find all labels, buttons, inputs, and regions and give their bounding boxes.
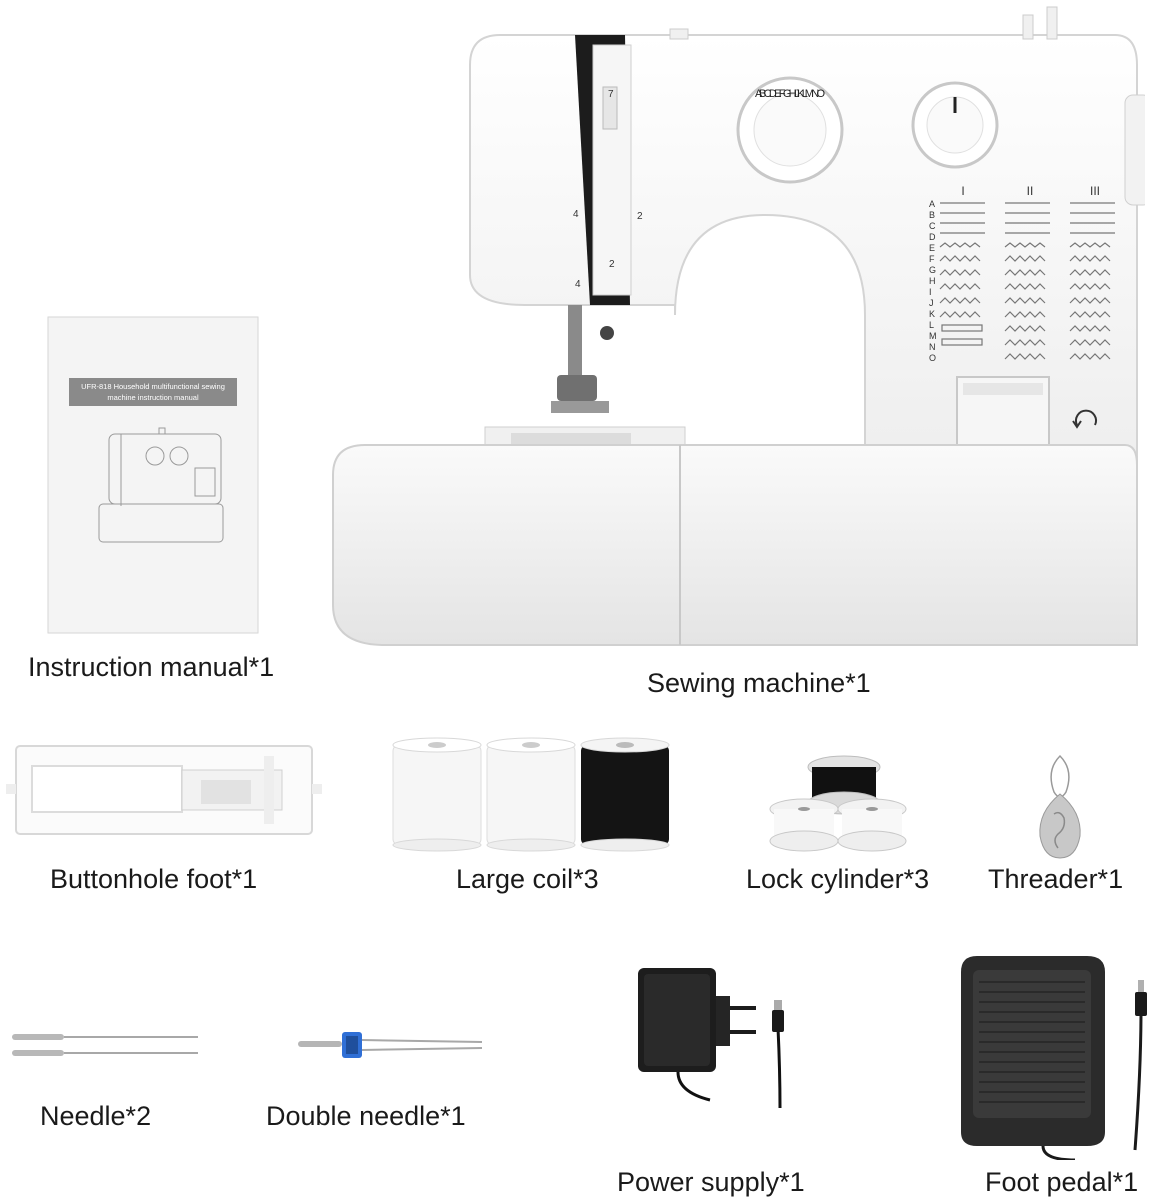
upper-number-2: 2 bbox=[637, 211, 643, 222]
power-supply bbox=[630, 960, 810, 1110]
foot-pedal-label: Foot pedal*1 bbox=[985, 1167, 1139, 1197]
double-needle bbox=[296, 1024, 486, 1066]
large-coil-label: Large coil*3 bbox=[456, 864, 599, 894]
threader-label: Threader*1 bbox=[988, 864, 1124, 894]
double-needle-label: Double needle*1 bbox=[266, 1101, 466, 1131]
stitch-letter: M bbox=[929, 331, 937, 341]
lock-cylinders bbox=[768, 755, 908, 855]
upper-number-7: 7 bbox=[608, 89, 614, 100]
buttonhole-foot-label: Buttonhole foot*1 bbox=[50, 864, 258, 894]
manual-title-line2: machine instruction manual bbox=[107, 393, 199, 402]
stitch-letter: G bbox=[929, 265, 936, 275]
large-coils bbox=[385, 735, 677, 853]
sewing-machine: 7 4 2 4 2 A B C D E F G H I J K L M N O … bbox=[325, 5, 1145, 655]
instruction-manual-label: Instruction manual*1 bbox=[28, 652, 275, 682]
stitch-letter: E bbox=[929, 243, 935, 253]
stitch-letter: J bbox=[929, 298, 934, 308]
upper-number-4: 4 bbox=[573, 209, 579, 220]
foot-pedal bbox=[955, 950, 1155, 1160]
pattern-dial-letters: A B C D E F G H I J K L M N O bbox=[755, 88, 825, 100]
lower-number-4: 4 bbox=[575, 279, 581, 290]
threader bbox=[1024, 752, 1096, 862]
lock-cylinder-label: Lock cylinder*3 bbox=[746, 864, 930, 894]
needles bbox=[8, 1026, 203, 1064]
stitch-letter: D bbox=[929, 232, 936, 242]
stitch-letter: K bbox=[929, 309, 935, 319]
buttonhole-foot bbox=[6, 740, 322, 840]
stitch-letter: A bbox=[929, 199, 935, 209]
manual-title-line1: UFR-818 Household multifunctional sewing bbox=[81, 382, 225, 391]
stitch-letter: O bbox=[929, 353, 936, 363]
stitch-letter: B bbox=[929, 210, 935, 220]
stitch-column-1: I bbox=[961, 184, 964, 198]
stitch-letter: N bbox=[929, 342, 936, 352]
sewing-machine-label: Sewing machine*1 bbox=[647, 668, 871, 698]
stitch-letter: L bbox=[929, 320, 934, 330]
power-supply-label: Power supply*1 bbox=[617, 1167, 805, 1197]
stitch-letter: I bbox=[929, 287, 932, 297]
lower-number-2: 2 bbox=[609, 259, 615, 270]
stitch-letter: H bbox=[929, 276, 936, 286]
stitch-letter: C bbox=[929, 221, 936, 231]
instruction-manual: UFR-818 Household multifunctional sewing… bbox=[47, 316, 259, 634]
stitch-letter: F bbox=[929, 254, 935, 264]
stitch-column-3: III bbox=[1090, 184, 1100, 198]
needle-label: Needle*2 bbox=[40, 1101, 152, 1131]
stitch-column-2: II bbox=[1027, 184, 1034, 198]
